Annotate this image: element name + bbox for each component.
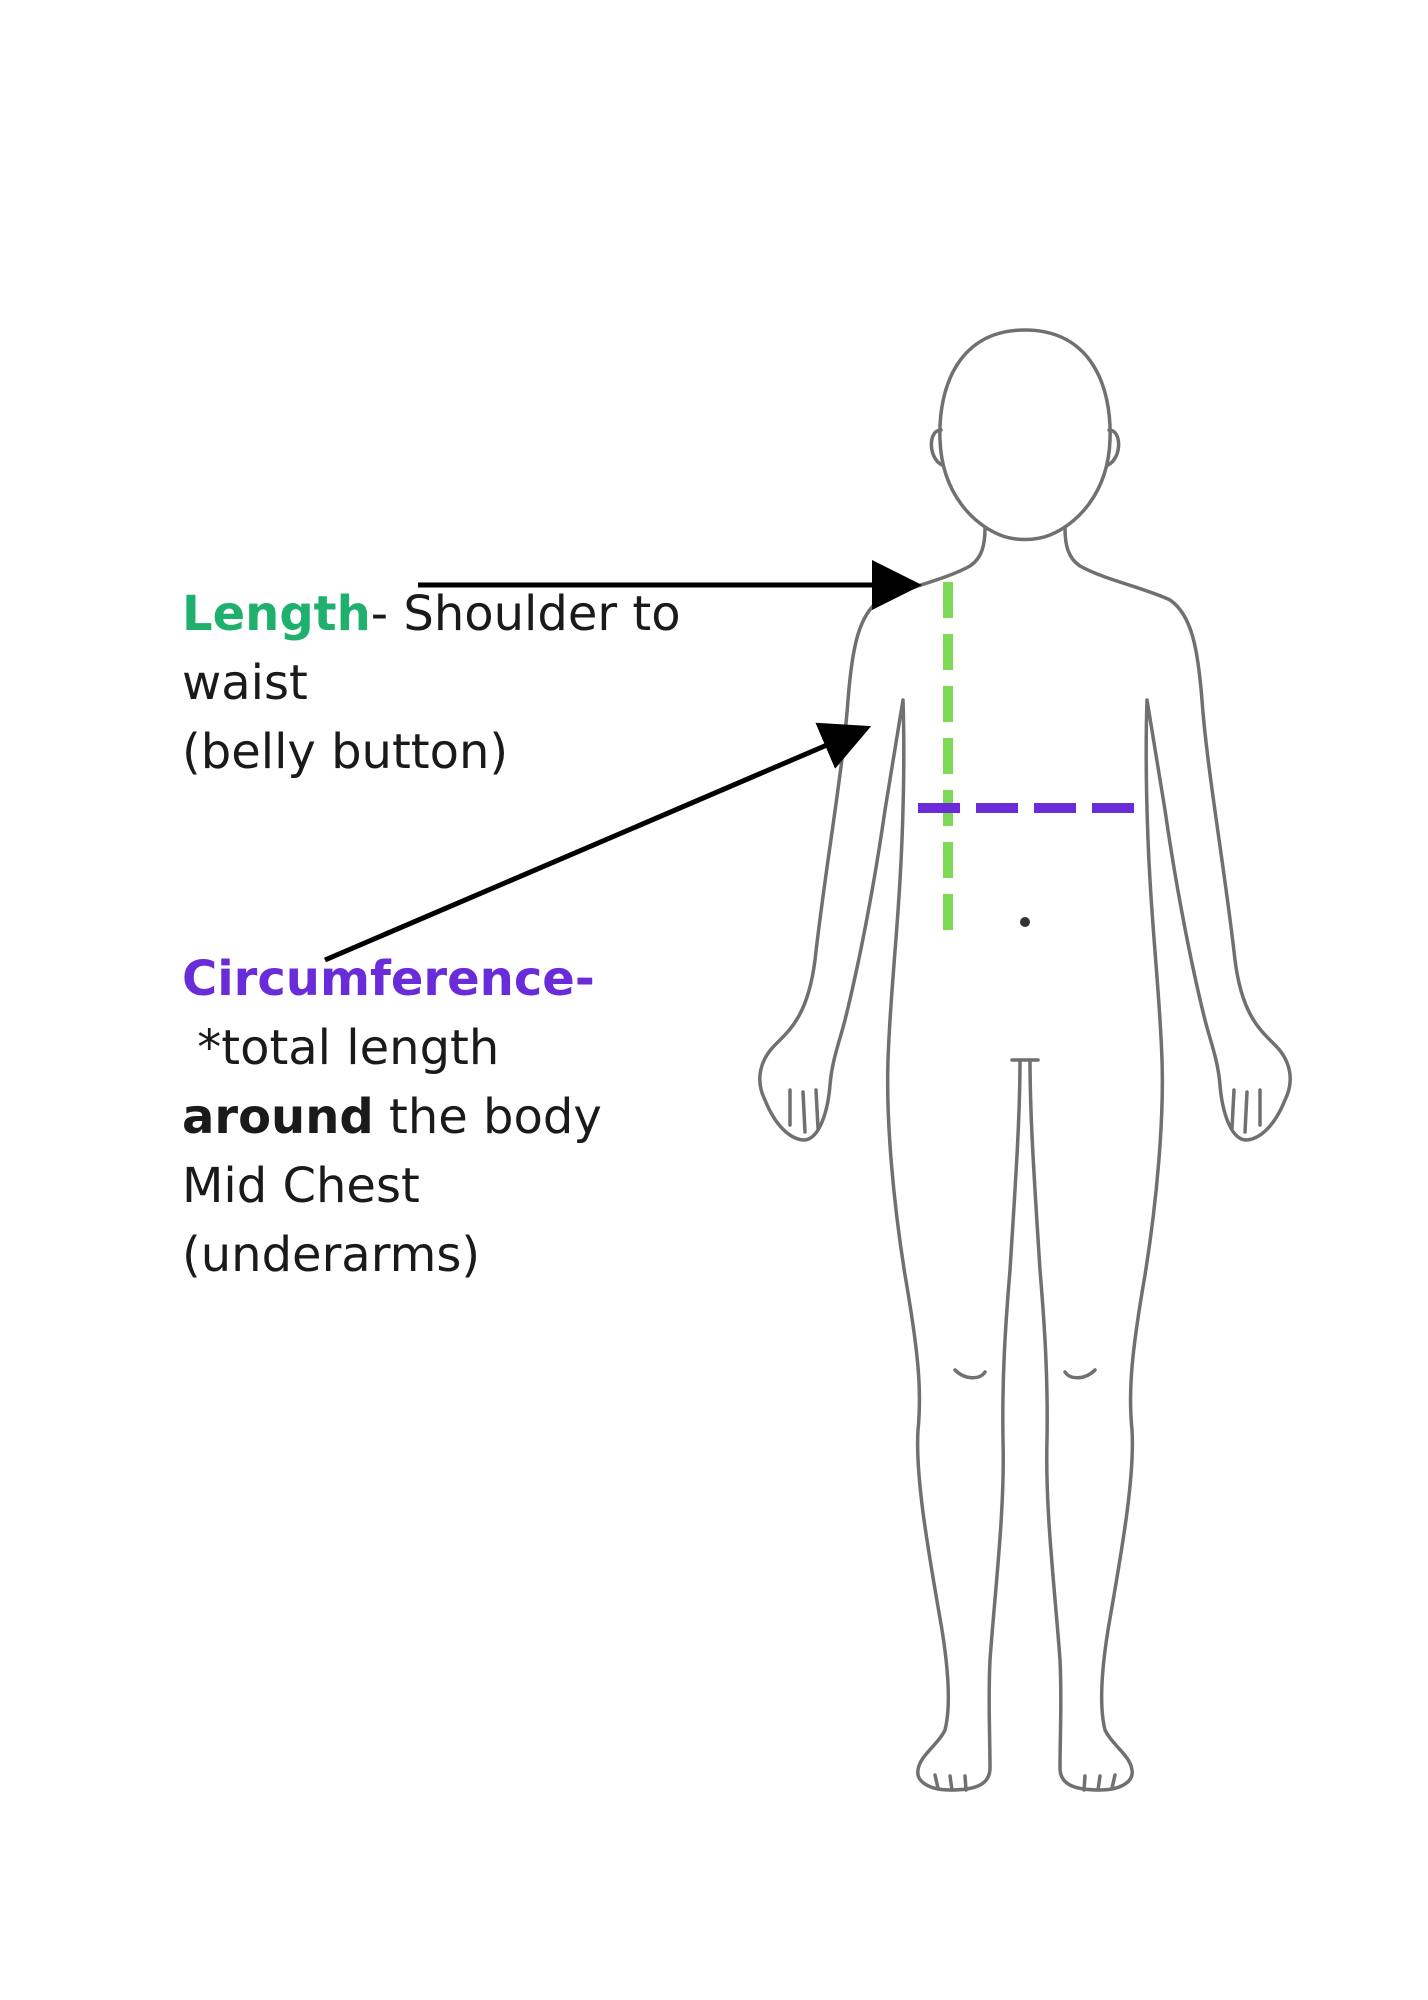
circumference-line-2: *total length [182, 1014, 742, 1083]
length-line-2: waist [182, 649, 742, 718]
human-body-outline-icon [760, 330, 1290, 1790]
length-label: Length- Shoulder to waist (belly button) [182, 580, 742, 787]
length-term: Length [182, 586, 371, 642]
circumference-line-5: (underarms) [182, 1221, 742, 1290]
circumference-line-3-rest: the body [374, 1089, 602, 1145]
circumference-term: Circumference- [182, 945, 742, 1014]
circumference-label: Circumference- *total length around the … [182, 945, 742, 1290]
length-line-1: Length- Shoulder to [182, 580, 742, 649]
length-line-1-rest: - Shoulder to [371, 586, 681, 642]
length-line-3: (belly button) [182, 718, 742, 787]
belly-button-dot [1020, 917, 1030, 927]
circumference-line-3: around the body [182, 1083, 742, 1152]
circumference-line-4: Mid Chest [182, 1152, 742, 1221]
circumference-around: around [182, 1089, 374, 1145]
